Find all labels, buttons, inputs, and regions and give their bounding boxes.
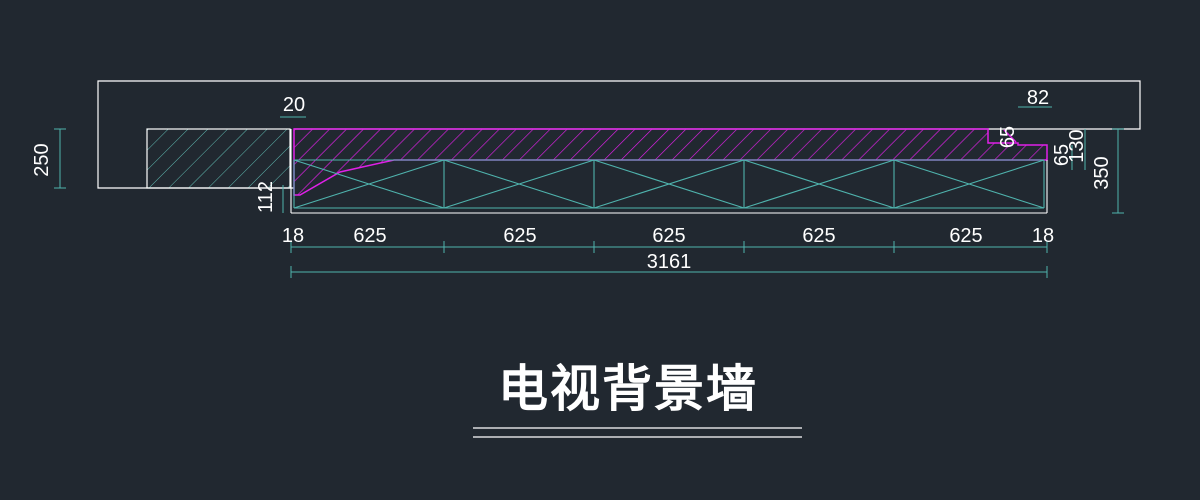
dim-panel-1: 625 (353, 225, 386, 247)
dim-panel-2: 625 (503, 225, 536, 247)
title-underline (473, 427, 802, 438)
dimension-lines (54, 106, 1124, 278)
dim-end-right: 18 (1032, 225, 1054, 247)
dim-panel-4: 625 (802, 225, 835, 247)
dim-right-height: 350 (1091, 156, 1113, 189)
dim-small-c: 65 (1051, 144, 1073, 166)
left-hatched-block (146, 128, 291, 189)
dim-panel-5: 625 (949, 225, 982, 247)
dim-small-b: 130 (1066, 129, 1088, 162)
dim-left-height: 250 (31, 143, 53, 176)
dim-top-gap: 20 (283, 94, 305, 116)
dim-end-left: 18 (282, 225, 304, 247)
dim-total: 3161 (647, 251, 692, 273)
magenta-hatched-section (293, 128, 1048, 196)
dim-panel-3: 625 (652, 225, 685, 247)
dim-top-right: 82 (1027, 87, 1049, 109)
dim-small-a: 65 (997, 126, 1019, 148)
dim-bottom-left: 112 (255, 181, 277, 213)
panel-frame (290, 129, 1048, 214)
wall-outline (97, 80, 1141, 189)
drawing-title: 电视背景墙 (498, 360, 758, 418)
